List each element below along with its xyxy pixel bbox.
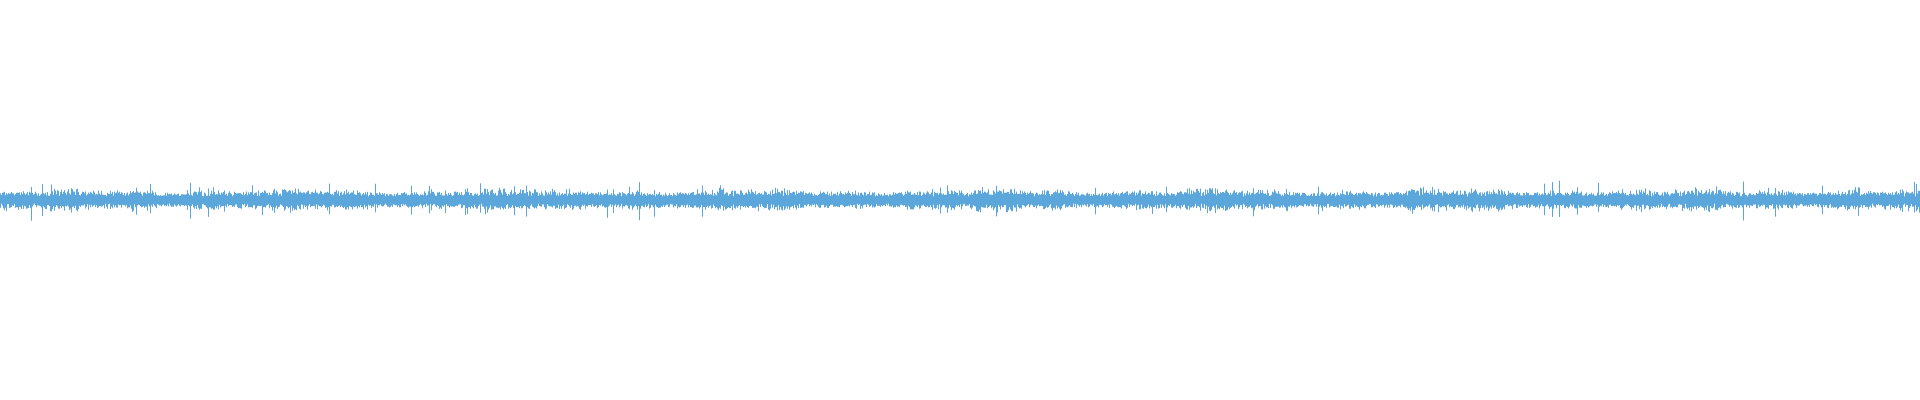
waveform-path xyxy=(0,180,1920,221)
waveform-trace xyxy=(0,180,1920,221)
